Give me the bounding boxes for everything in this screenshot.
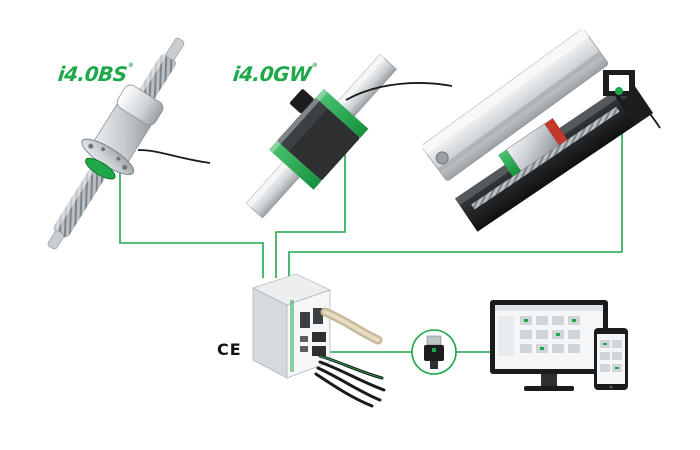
- registered-mark-ballscrew: ®: [127, 62, 134, 69]
- brand-label-guideway: i4.0GW®: [232, 62, 318, 86]
- brand-name-ballscrew: i4.0BS: [56, 62, 129, 86]
- line-module-to-controller: [288, 95, 623, 282]
- connector-lines: [119, 95, 623, 353]
- ballscrew-with-sensor-ring: [47, 37, 211, 250]
- smartphone-dashboard: [594, 328, 628, 390]
- brand-label-ballscrew: i4.0BS®: [57, 62, 134, 86]
- line-guideway-to-controller: [275, 140, 346, 278]
- registered-mark-guideway: ®: [311, 62, 318, 69]
- ce-certification-mark: CE: [217, 340, 242, 359]
- brand-name-guideway: i4.0GW: [231, 62, 313, 86]
- usb-adapter-in-circle: [411, 329, 457, 375]
- linear-module-stage: [421, 28, 661, 232]
- line-ballscrew-to-controller: [119, 160, 264, 278]
- monitor-dashboard: [490, 300, 608, 391]
- industrial-controller-box: [251, 273, 386, 408]
- linear-guideway-block: [245, 54, 453, 219]
